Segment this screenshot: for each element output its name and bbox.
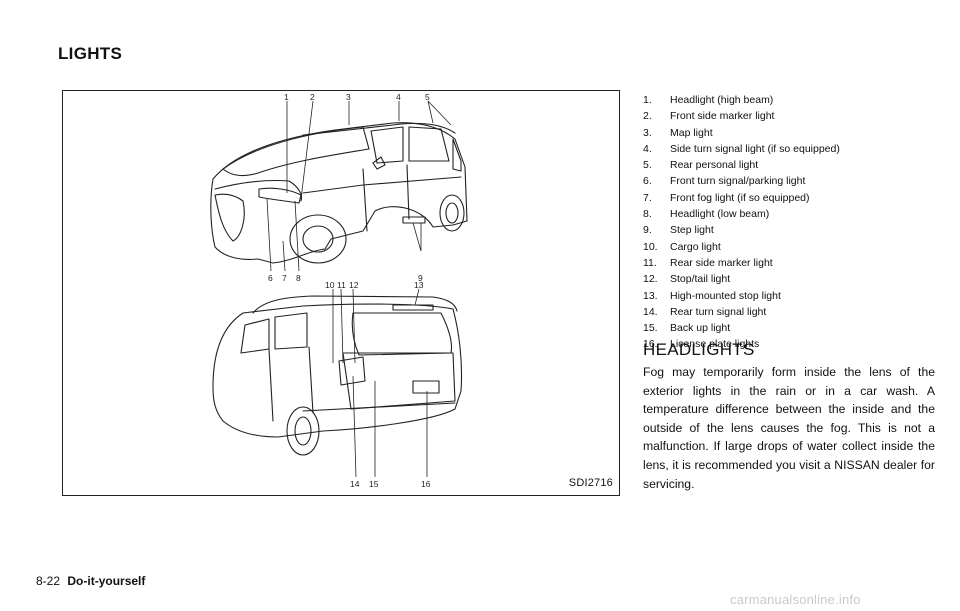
rear-van-side-window-1	[240, 318, 270, 354]
rear-van-liftgate	[342, 352, 456, 410]
rear-van-roof	[252, 295, 458, 314]
legend-item: 5.Rear personal light	[643, 159, 759, 172]
legend-item: 2.Front side marker light	[643, 110, 775, 123]
legend-item: 14.Rear turn signal light	[643, 305, 767, 318]
callout-5: 5	[425, 92, 430, 102]
footer-section-name: Do-it-yourself	[67, 574, 146, 588]
lights-legend: 1.Headlight (high beam) 2.Front side mar…	[643, 92, 943, 353]
legend-item: 13.High-mounted stop light	[643, 289, 781, 302]
rear-van-side-window-2	[274, 312, 308, 350]
legend-item: 8.Headlight (low beam)	[643, 208, 770, 221]
callout-12: 12	[349, 280, 359, 290]
callout-13: 13	[414, 280, 424, 290]
legend-item: 3.Map light	[643, 126, 713, 139]
legend-item: 16.License plate lights	[643, 338, 760, 351]
front-van-mirror	[372, 156, 386, 170]
legend-item: 1.Headlight (high beam)	[643, 94, 774, 106]
callout-3: 3	[346, 92, 351, 102]
callout-4: 4	[396, 92, 401, 102]
callout-11: 11	[337, 280, 346, 290]
front-van-belt-line	[302, 176, 462, 194]
legend-item: 12.Stop/tail light	[643, 273, 731, 286]
callout-1: 1	[284, 92, 289, 102]
rear-van-license-plate	[412, 380, 440, 394]
legend-item: 15.Back up light	[643, 322, 731, 335]
front-van-windshield	[222, 126, 370, 177]
section-heading: HEADLIGHTS	[643, 340, 755, 359]
figure-code: SDI2716	[568, 477, 613, 489]
callout-8: 8	[296, 273, 301, 283]
rear-van-high-stop	[392, 304, 434, 311]
page-number: 8-22	[36, 574, 61, 588]
rear-van-door-line	[268, 346, 314, 422]
rear-van-rear-window	[351, 312, 453, 356]
callout-15: 15	[369, 479, 379, 489]
callout-2: 2	[310, 92, 315, 102]
section-body: Fog may temporarily form inside the lens…	[643, 365, 935, 491]
front-van-side-window-2	[408, 126, 450, 162]
legend-item: 11.Rear side marker light	[643, 256, 773, 269]
front-van-door-line	[362, 164, 410, 232]
callout-10: 10	[325, 280, 335, 290]
site-watermark: carmanualsonline.info	[730, 592, 861, 607]
rear-van-wheel	[286, 406, 320, 456]
front-van-grille	[214, 193, 245, 242]
legend-item: 10.Cargo light	[643, 240, 721, 253]
front-van-roof-rail	[302, 122, 456, 136]
front-van-rear-window	[452, 138, 462, 172]
callout-9: 9	[418, 273, 423, 283]
rear-van-bumper	[302, 402, 456, 412]
front-van-rear-wheel	[439, 194, 465, 232]
front-van-headlight	[258, 187, 302, 204]
van-illustration: 1 2 3 4 5 6 7 8 9 10 11 12 13 14 15 16	[210, 92, 468, 489]
front-van-front-wheel	[289, 214, 347, 264]
legend-item: 7.Front fog light (if so equipped)	[643, 191, 810, 204]
front-van-step-light	[402, 216, 426, 224]
front-van-side-window-1	[370, 126, 404, 164]
rear-van-body	[212, 303, 463, 438]
front-van-body	[210, 122, 468, 264]
callout-16: 16	[421, 479, 431, 489]
callout-6: 6	[268, 273, 273, 283]
lights-location-figure: 1 2 3 4 5 6 7 8 9 10 11 12 13 14 15 16 S…	[62, 90, 620, 496]
legend-item: 4.Side turn signal light (if so equipped…	[643, 142, 840, 155]
page-footer: 8-22 Do-it-yourself	[36, 574, 145, 588]
page-title: LIGHTS	[58, 44, 123, 63]
legend-item: 9.Step light	[643, 224, 714, 237]
legend-item: 6.Front turn signal/parking light	[643, 175, 806, 188]
callout-7: 7	[282, 273, 287, 283]
callout-14: 14	[350, 479, 360, 489]
